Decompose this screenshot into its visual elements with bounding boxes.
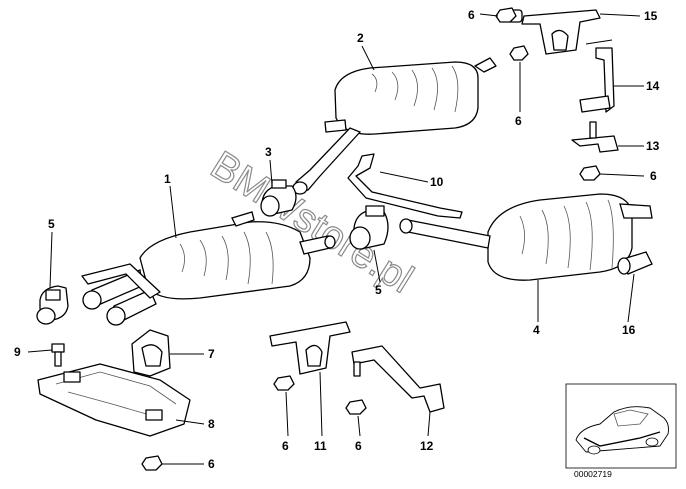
label-part-7: 7 [208,347,215,361]
part-6-nut-right [579,165,601,181]
part-2-center-muffler [292,57,497,195]
part-11-hanger-bracket [269,321,351,375]
part-10-bracket [347,153,463,219]
callout-labels: 2 3 1 5 5 10 4 16 6 6 15 14 13 6 7 8 6 9… [14,8,660,471]
label-part-14: 14 [646,79,660,93]
label-part-2: 2 [357,31,364,45]
part-7-rubber-mount [131,329,171,377]
part-16-tail-pipe [617,251,653,275]
part-5-clamp-center [349,205,389,250]
label-part-9: 9 [14,345,21,359]
part-9-bolt [51,343,65,367]
part-13-small-bracket [571,121,619,153]
label-part-15: 15 [644,9,658,23]
label-part-6-bottom-center: 6 [355,439,362,453]
label-part-10: 10 [430,175,444,189]
part-5-clamp-left [36,285,69,325]
label-part-6-bottom-left: 6 [208,457,215,471]
label-part-12: 12 [420,439,434,453]
leader-lines [27,13,645,465]
label-part-6-bottom-center-left: 6 [282,439,289,453]
reference-number: 00002719 [574,469,612,479]
label-part-6-upper: 6 [515,114,522,128]
part-12-bracket [351,345,445,413]
label-part-8: 8 [208,417,215,431]
label-part-3: 3 [265,145,272,159]
part-6-nut-bottom-center [345,399,367,415]
part-3-clamp [260,179,297,217]
label-part-1: 1 [164,172,171,186]
label-part-6-right: 6 [650,169,657,183]
label-part-16: 16 [622,323,636,337]
label-part-5-left: 5 [48,217,55,231]
vehicle-thumbnail: 00002719 [565,383,677,479]
part-6-nut-top-left [495,7,517,23]
part-6-nut-bottom-left [141,455,163,471]
label-part-13: 13 [646,139,660,153]
label-part-4: 4 [533,323,540,337]
part-6-nut-upper [509,45,529,61]
label-part-6-top-left: 6 [468,8,475,22]
label-part-5-center: 5 [375,283,382,297]
label-part-11: 11 [314,439,327,453]
part-15-hanger-bracket [507,9,601,55]
part-4-rear-muffler [399,193,653,281]
part-6-nut-bottom-center-left [273,375,295,391]
part-8-crossmember [37,363,191,437]
part-14-hanger-rod [579,39,615,113]
part-1-front-muffler [81,211,336,326]
